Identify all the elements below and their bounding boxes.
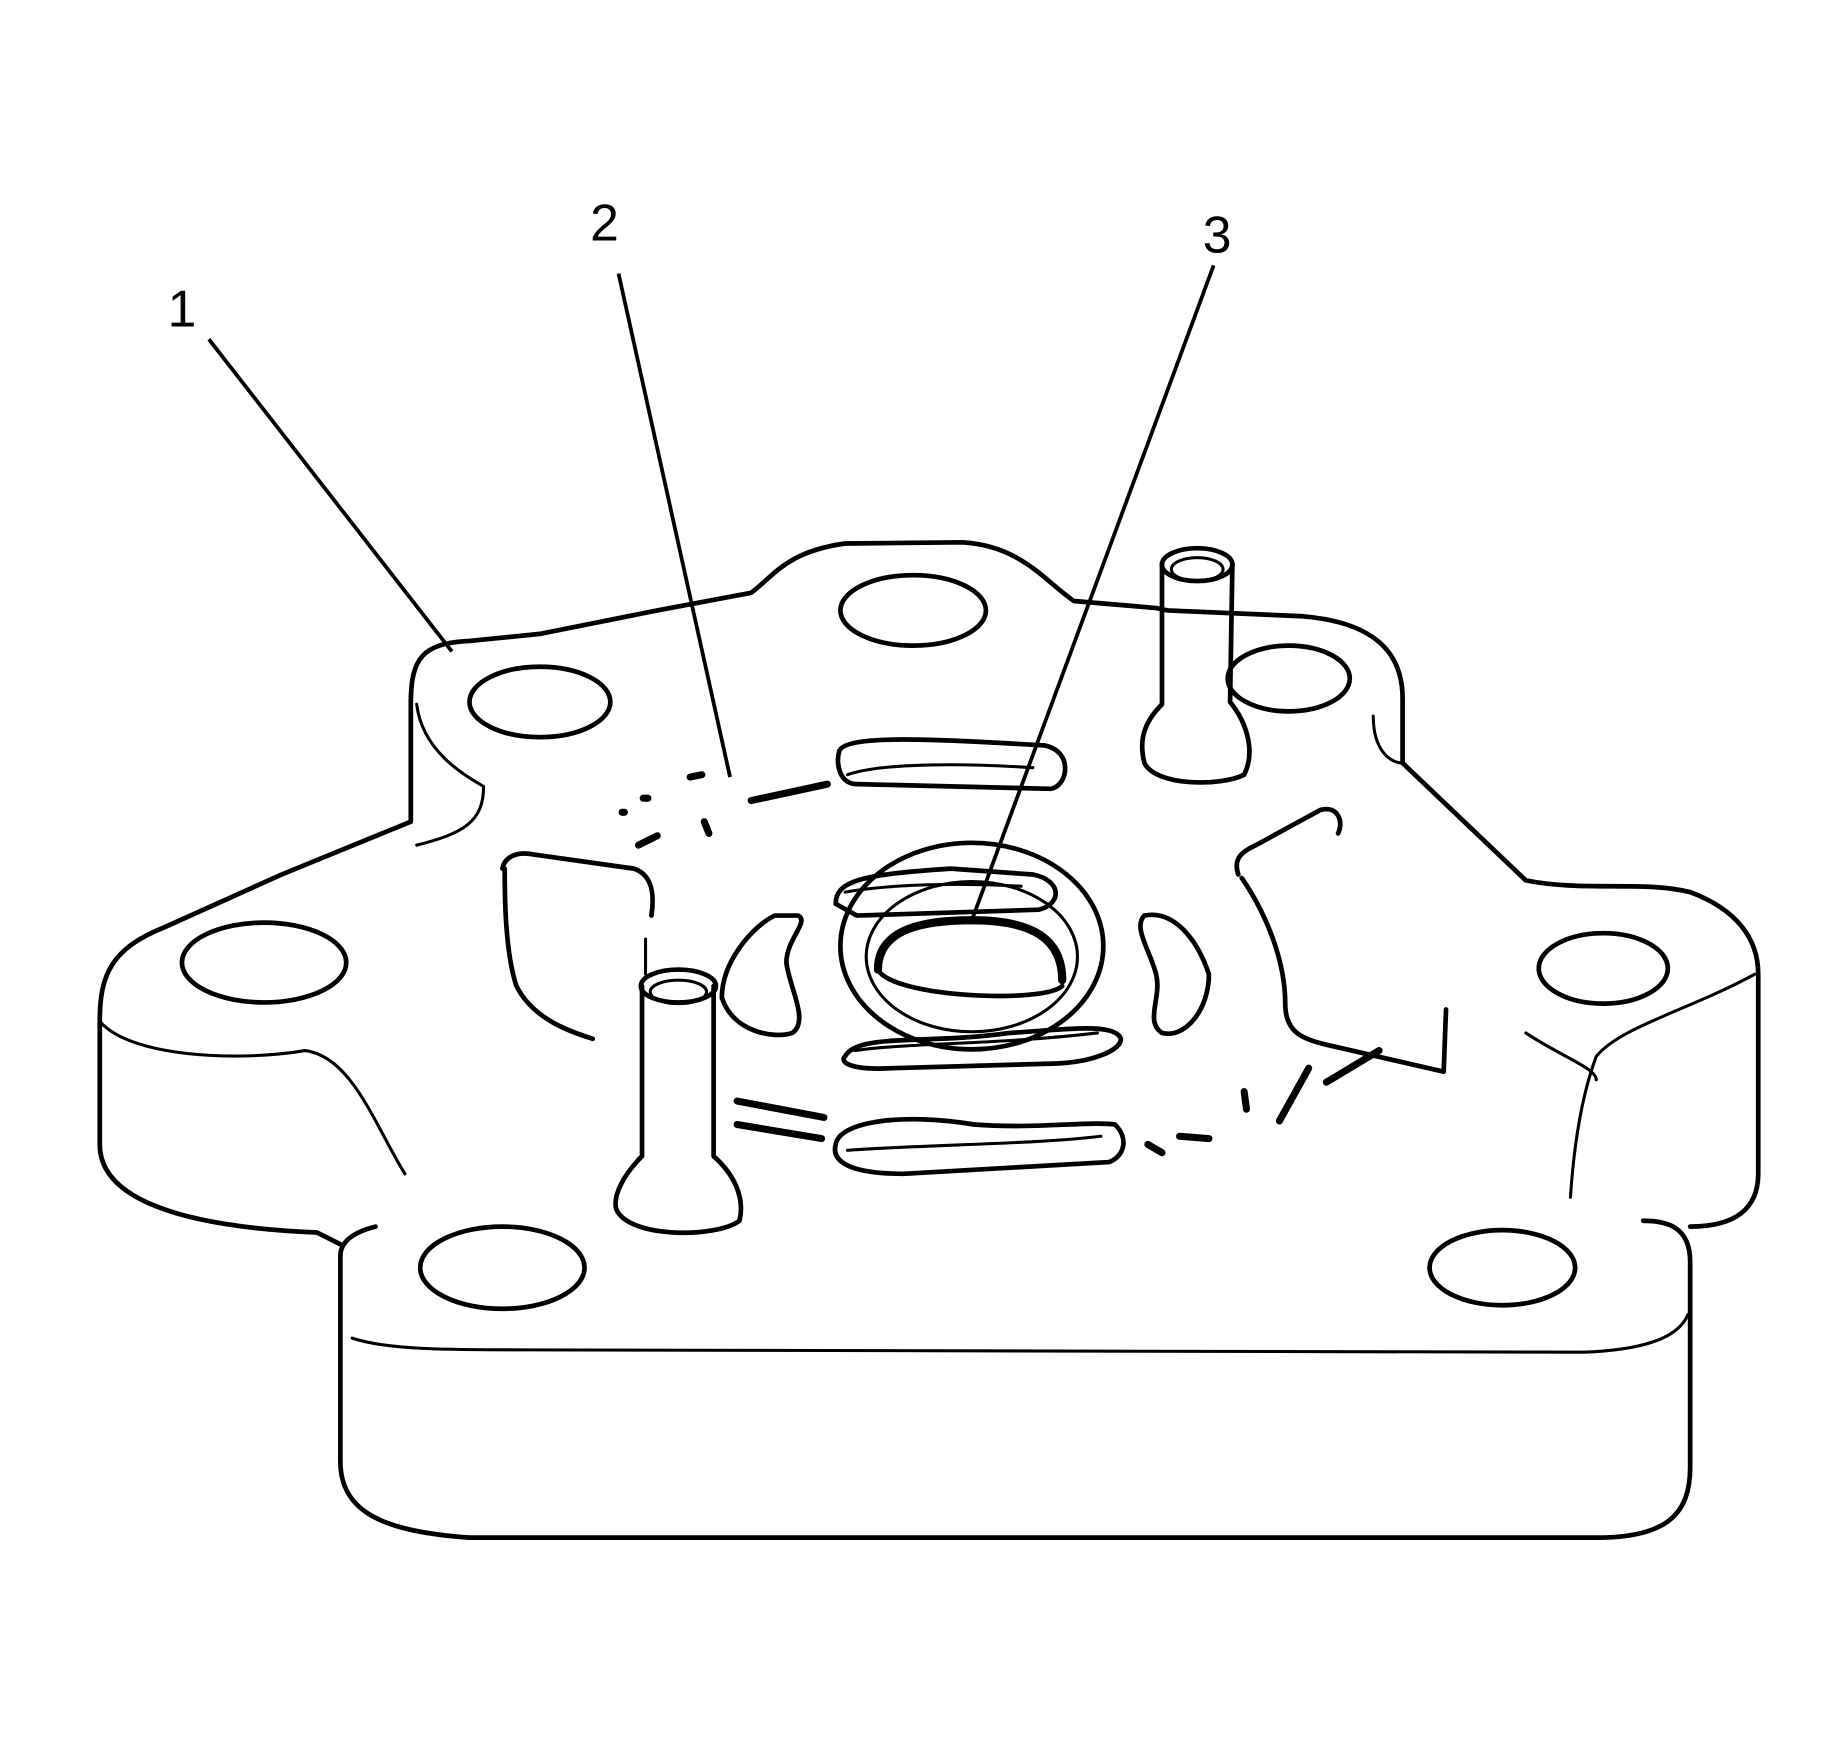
callout-3-leader <box>970 264 1216 921</box>
bolt-hole-top <box>838 572 989 648</box>
kidney-slot-lower-inner <box>841 1026 1124 1071</box>
bolt-hole-top-left <box>467 664 613 740</box>
callout-1-leader <box>207 338 454 653</box>
stamped-markings <box>618 771 1383 1157</box>
bore-seal-ring <box>873 916 1067 985</box>
arc-slot-right <box>1138 912 1212 1037</box>
bolt-hole-right <box>1536 930 1671 1006</box>
central-bore <box>838 840 1106 1052</box>
bolt-hole-left <box>179 920 349 1005</box>
callout-2-label: 2 <box>590 194 619 252</box>
cover-body-outline <box>97 539 1761 1540</box>
pocket-right <box>1234 806 1449 1075</box>
arc-slot-left <box>719 913 804 1038</box>
kidney-slot-bottom <box>832 1116 1126 1177</box>
callout-3-label: 3 <box>1203 205 1232 263</box>
dowel-pin-right <box>1139 545 1252 785</box>
pocket-left <box>500 851 655 1042</box>
dowel-pin-left <box>613 967 744 1236</box>
bolt-hole-top-right <box>1225 643 1353 714</box>
callout-1-label: 1 <box>168 279 197 337</box>
bolt-holes <box>179 572 1671 1312</box>
callout-2-leader <box>616 273 732 778</box>
bolt-hole-bottom-left <box>417 1224 587 1312</box>
kidney-slot-top <box>835 737 1068 792</box>
bolt-hole-bottom-right <box>1427 1227 1578 1308</box>
